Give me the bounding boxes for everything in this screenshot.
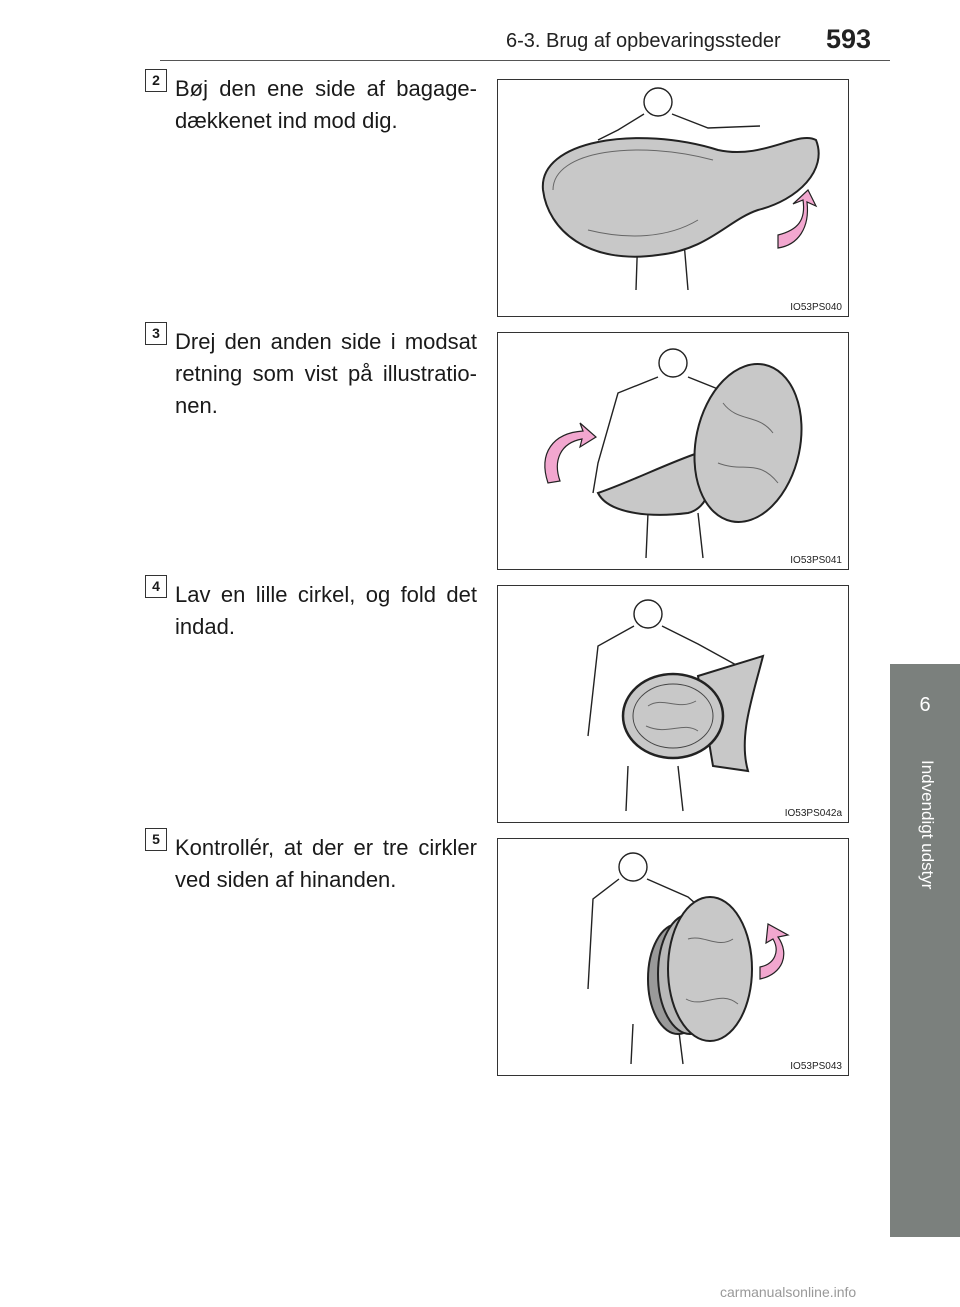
figure-step-2: IO53PS040 <box>497 79 849 317</box>
figure-code: IO53PS042a <box>784 808 842 819</box>
chapter-side-bar <box>890 747 960 1237</box>
step-text: Kontrollér, at der er tre cirkler ved si… <box>175 835 477 892</box>
header-rule <box>160 60 890 61</box>
illustration-three-circles <box>587 852 790 1065</box>
figure-step-3: IO53PS041 <box>497 332 849 570</box>
page-number: 593 <box>826 24 872 54</box>
watermark: carmanualsonline.info <box>720 1284 857 1300</box>
figure-code: IO53PS043 <box>790 1061 842 1072</box>
page-header: 6-3. Brug af opbevaringssteder 593 <box>0 0 960 61</box>
figure-step-4: IO53PS042a <box>497 585 849 823</box>
figure-code: IO53PS041 <box>790 555 842 566</box>
chapter-number: 6 <box>919 694 931 716</box>
step-text: Lav en lille cirkel, og fold det indad. <box>175 582 477 639</box>
figure-code: IO53PS040 <box>790 302 842 313</box>
step-number: 4 <box>145 575 167 598</box>
step-number: 3 <box>145 322 167 345</box>
step-number: 5 <box>145 828 167 851</box>
step-text: Drej den anden side i modsat retning som… <box>175 329 477 418</box>
illustration-twist-cover <box>544 348 803 559</box>
section-title: 6-3. Brug af opbevaringssteder <box>506 30 781 52</box>
figure-step-5: IO53PS043 <box>497 838 849 1076</box>
chapter-title: Indvendigt udstyr <box>918 760 937 890</box>
illustration-fold-circle <box>587 599 765 812</box>
step-number: 2 <box>145 69 167 92</box>
step-text: Bøj den ene side af bagage-dækkenet ind … <box>175 76 477 133</box>
chapter-tab[interactable]: 6 <box>890 664 960 747</box>
illustration-bend-cover <box>541 87 820 291</box>
